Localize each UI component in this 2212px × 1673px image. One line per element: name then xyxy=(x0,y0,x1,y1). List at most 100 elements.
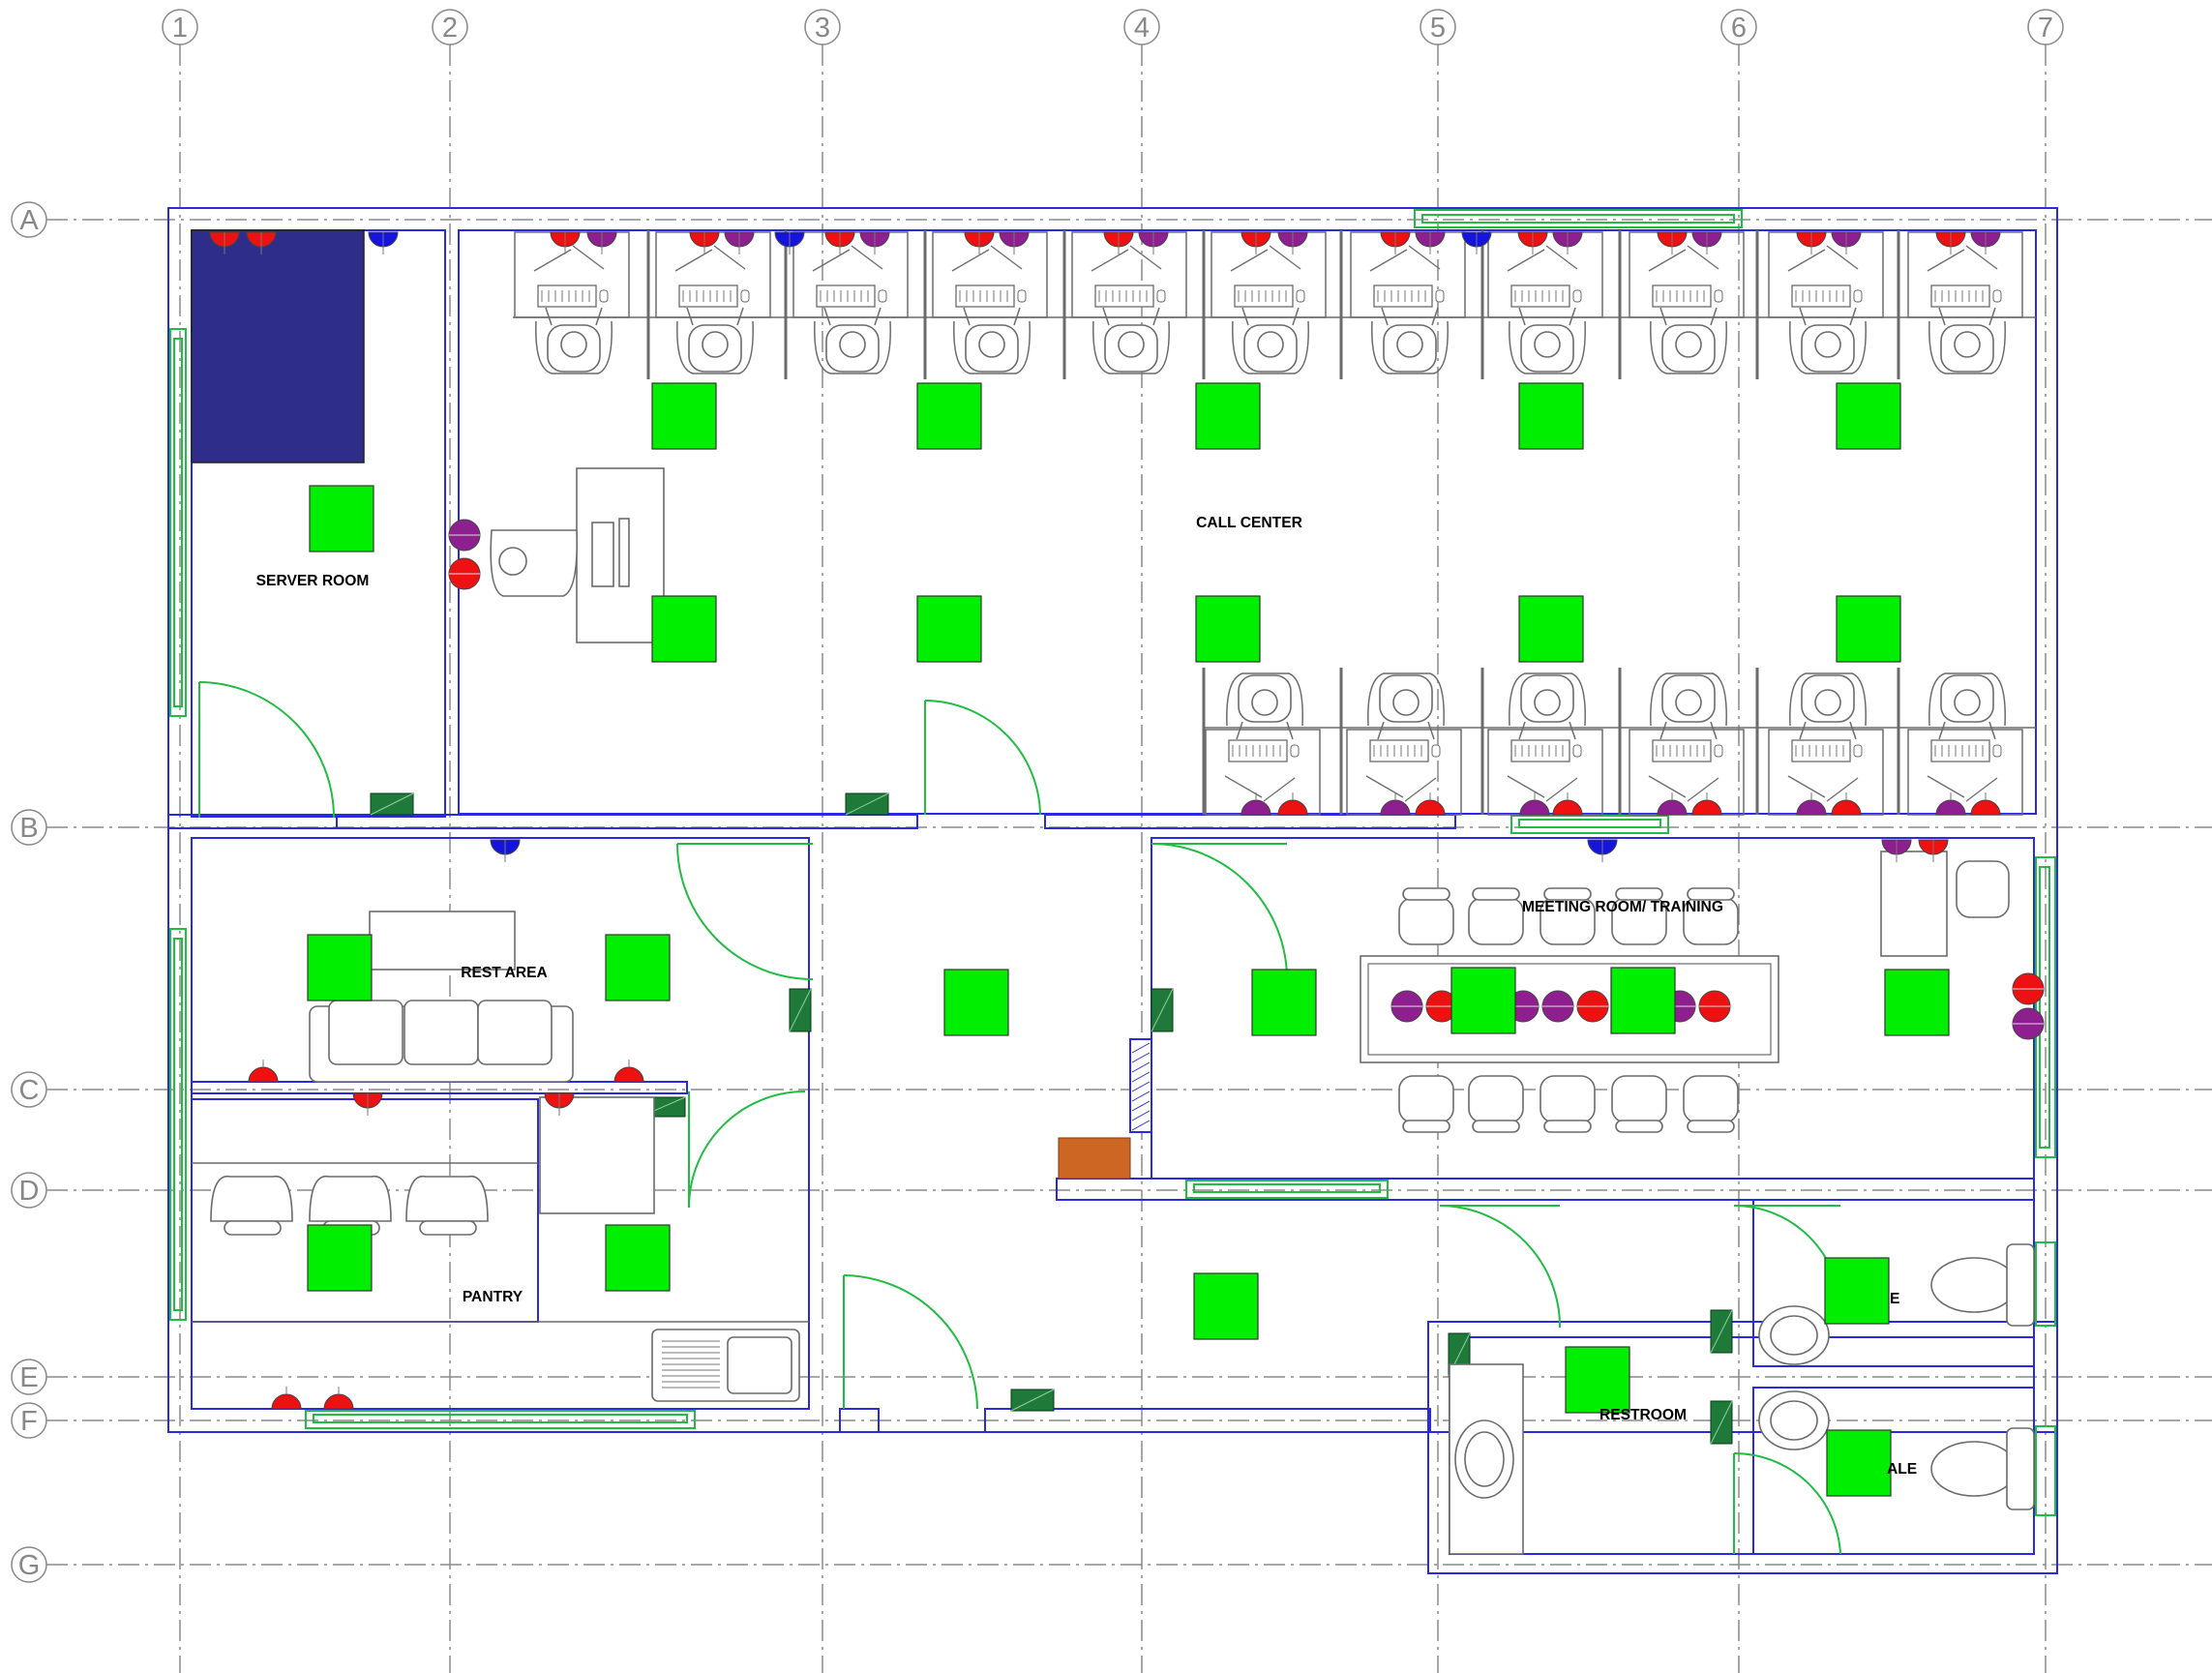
pantry-chair-front xyxy=(419,1220,477,1236)
meeting-chair-back xyxy=(1687,887,1735,901)
window xyxy=(1193,1183,1381,1193)
keyboard xyxy=(1234,284,1294,308)
grid-label-row-C: C xyxy=(19,1075,40,1106)
grid-bubble-column-4 xyxy=(1123,9,1160,45)
mouse xyxy=(1431,744,1441,758)
ceiling-light xyxy=(916,382,982,450)
keyboard xyxy=(1094,284,1154,308)
electrical-outlet xyxy=(1935,799,1966,816)
side-cabinet xyxy=(1880,851,1948,957)
mouse xyxy=(1853,289,1863,303)
ceiling-light xyxy=(605,934,671,1001)
room-label-restroom: RESTROOM xyxy=(1599,1407,1687,1423)
chair-back xyxy=(535,320,613,374)
grid-label-row-E: E xyxy=(19,1362,38,1393)
ceiling-light xyxy=(943,969,1009,1036)
monitor-cable xyxy=(1230,245,1301,272)
door-swing xyxy=(1439,1205,1562,1329)
door-swing xyxy=(688,1090,806,1209)
chair-back xyxy=(1371,320,1449,374)
chair-back xyxy=(1928,672,2006,727)
workstation xyxy=(932,231,1048,374)
ceiling-light xyxy=(1610,967,1676,1034)
chair-back xyxy=(1509,320,1586,374)
workstation xyxy=(1350,231,1466,374)
electrical-outlet xyxy=(1831,799,1862,816)
keyboard xyxy=(1791,284,1851,308)
grid-label-column-1: 1 xyxy=(172,13,188,44)
person-arms xyxy=(1659,721,1718,740)
monitor-cable xyxy=(951,245,1023,272)
column-hatch xyxy=(1131,1110,1151,1121)
grid-label-column-4: 4 xyxy=(1134,13,1150,44)
column-hatch xyxy=(1131,1071,1151,1083)
doors-windows xyxy=(169,209,2056,1555)
workstation xyxy=(792,231,909,374)
toilet-tank xyxy=(2006,1243,2035,1327)
mouse xyxy=(1714,744,1723,758)
person-arms xyxy=(686,307,744,326)
column-hatch xyxy=(1131,1042,1151,1054)
window xyxy=(2035,1425,2056,1516)
chair-back xyxy=(1092,320,1170,374)
keyboard xyxy=(1510,739,1570,762)
electrical-panel-mark xyxy=(1151,988,1174,1032)
pantry-chair xyxy=(405,1176,489,1222)
monitor-cable xyxy=(1365,775,1437,802)
door-swing xyxy=(843,1274,978,1410)
workstation xyxy=(1629,231,1745,374)
window xyxy=(305,1410,696,1429)
meeting-chair xyxy=(1611,1075,1667,1123)
electrical-outlet xyxy=(1380,799,1411,816)
electrical-outlet xyxy=(248,1066,279,1083)
toilet-bowl xyxy=(1930,1441,2018,1497)
mouse xyxy=(599,289,609,303)
mouse xyxy=(1992,744,2002,758)
person-head xyxy=(1954,331,1981,358)
meeting-chair xyxy=(1468,1075,1524,1123)
person-arms xyxy=(1377,721,1435,740)
workstation xyxy=(1907,672,2023,816)
grid-bubble-row-C xyxy=(11,1071,47,1108)
grid-bubble-row-G xyxy=(11,1546,47,1583)
chair-back xyxy=(1226,672,1303,727)
window xyxy=(173,338,183,707)
person-head xyxy=(1251,689,1278,716)
electrical-outlet xyxy=(1241,799,1271,816)
meeting-chair-back xyxy=(1472,1120,1520,1133)
ceiling-light xyxy=(1518,595,1584,663)
keyboard xyxy=(1930,739,1990,762)
refrigerator xyxy=(539,1096,655,1214)
grid-bubble-row-A xyxy=(11,201,47,238)
mouse xyxy=(1572,289,1582,303)
person-arms xyxy=(1938,307,1996,326)
grid-bubble-column-6 xyxy=(1720,9,1757,45)
mouse xyxy=(1853,744,1863,758)
monitor-cable xyxy=(812,245,883,272)
sofa-cushion xyxy=(477,1000,553,1065)
grid-bubble-column-2 xyxy=(432,9,468,45)
meeting-chair-back xyxy=(1402,1120,1450,1133)
grid-label-row-G: G xyxy=(18,1550,41,1581)
monitor-cable xyxy=(1507,245,1578,272)
keyboard xyxy=(678,284,738,308)
person-head xyxy=(1396,331,1423,358)
window xyxy=(2039,866,2050,1149)
person-head xyxy=(560,331,587,358)
monitor-cable xyxy=(1648,245,1719,272)
workstation xyxy=(1205,672,1321,816)
person-head xyxy=(1675,689,1702,716)
keyboard xyxy=(816,284,876,308)
grid-label-row-A: A xyxy=(19,205,39,236)
window xyxy=(313,1414,688,1423)
monitor-cable xyxy=(1648,775,1719,802)
supervisor-head xyxy=(498,547,527,576)
meeting-chair-back xyxy=(1543,1120,1592,1133)
window xyxy=(1414,209,1743,228)
door-swing xyxy=(924,700,1041,816)
keyboard xyxy=(537,284,597,308)
person-arms xyxy=(1236,721,1294,740)
ceiling-light xyxy=(605,1224,671,1292)
